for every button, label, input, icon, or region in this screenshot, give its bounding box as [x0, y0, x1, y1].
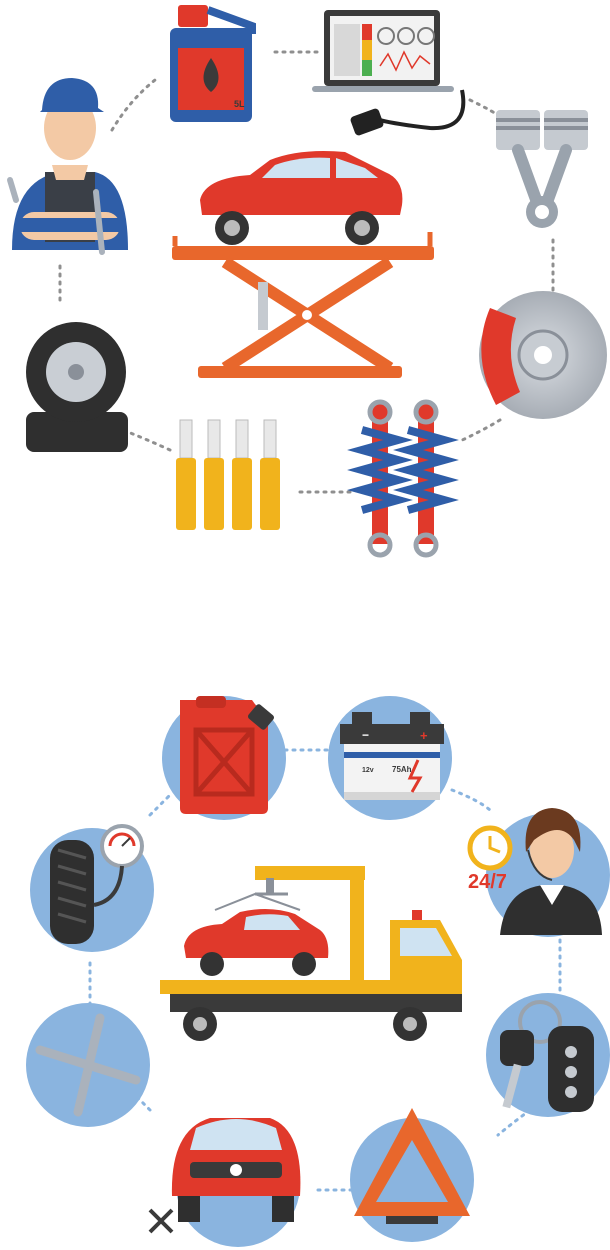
spark-plugs-icon	[176, 419, 280, 530]
lug-wrench-icon	[35, 1013, 141, 1117]
car-keys-icon	[500, 1000, 594, 1112]
tow-truck-icon	[160, 866, 462, 1041]
car-jack-icon	[148, 1118, 301, 1234]
service-connector-dots	[58, 50, 555, 494]
car-lift-icon	[172, 151, 434, 378]
shock-absorbers-icon	[347, 399, 459, 558]
tyre-pressure-gauge-icon	[50, 824, 144, 944]
battery-voltage-label: 12v	[362, 767, 374, 774]
assistance-circles	[26, 696, 610, 1247]
fuel-canister-icon	[180, 696, 274, 814]
svg-text:−: −	[362, 728, 369, 742]
tyre-icon	[26, 322, 128, 452]
brake-disc-icon	[479, 291, 607, 419]
oil-canister-icon: 5L	[170, 5, 256, 122]
assistance-connector-dots	[88, 748, 562, 1192]
warning-triangle-icon	[354, 1108, 470, 1224]
mechanic-icon	[7, 78, 128, 255]
diagnostic-laptop-icon	[312, 10, 466, 136]
support-hours-label: 24/7	[468, 871, 507, 893]
battery-capacity-label: 75Ah	[392, 765, 412, 774]
battery-icon: − + 12v 75Ah	[340, 712, 444, 800]
oil-grade-label: 5L	[234, 99, 245, 109]
piston-icon	[496, 110, 588, 228]
support-operator-icon: 24/7	[467, 808, 602, 935]
svg-text:+: +	[420, 728, 428, 743]
